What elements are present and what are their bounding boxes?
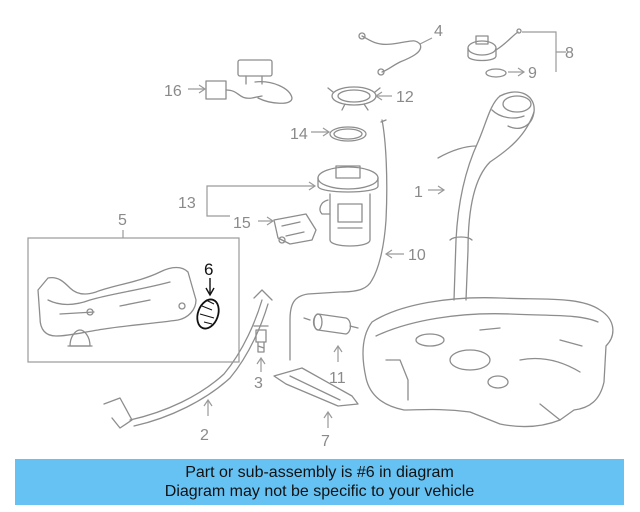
part-14-gasket (329, 126, 367, 142)
part-13-fuel-pump (317, 165, 379, 247)
part-8-valve (467, 28, 522, 62)
leader-13 (206, 185, 315, 217)
banner-line-1: Part or sub-assembly is #6 in diagram (185, 464, 454, 481)
part-1-filler-neck (437, 91, 535, 301)
part-6-foam-pad (196, 298, 220, 330)
part-11-fuel-filter (303, 313, 359, 335)
callout-3: 3 (254, 375, 263, 392)
heat-shield (37, 266, 197, 337)
part-2-tank-strap (103, 289, 273, 429)
callout-7: 7 (321, 433, 330, 450)
part-3-bolt (253, 325, 269, 353)
callout-15: 15 (233, 215, 251, 232)
banner-line-2: Diagram may not be specific to your vehi… (164, 483, 475, 500)
group-5-box (27, 237, 240, 363)
part-16-connector (205, 59, 293, 104)
leader-8 (522, 31, 566, 72)
part-7-strap (273, 367, 359, 407)
rubber-bumper (67, 329, 93, 347)
callout-12: 12 (396, 89, 414, 106)
leader-4 (419, 37, 433, 45)
part-9-o-ring (485, 68, 507, 78)
callout-5: 5 (118, 212, 127, 229)
part-10-fuel-line (289, 119, 388, 361)
part-15-bracket (273, 213, 317, 245)
callout-16: 16 (164, 83, 182, 100)
part-12-lock-ring (327, 86, 381, 111)
part-4-sensor-wire (358, 32, 422, 76)
callout-6: 6 (204, 260, 213, 279)
fuel-tank (362, 297, 614, 428)
info-banner: Part or sub-assembly is #6 in diagram Di… (15, 459, 624, 505)
callout-13: 13 (178, 195, 196, 212)
callout-4: 4 (434, 23, 443, 40)
callout-11: 11 (329, 370, 346, 387)
callout-2: 2 (200, 427, 209, 444)
callout-10: 10 (408, 247, 426, 264)
callout-8: 8 (565, 45, 574, 62)
callout-1: 1 (414, 184, 423, 201)
callout-14: 14 (290, 126, 308, 143)
callout-9: 9 (528, 65, 537, 82)
